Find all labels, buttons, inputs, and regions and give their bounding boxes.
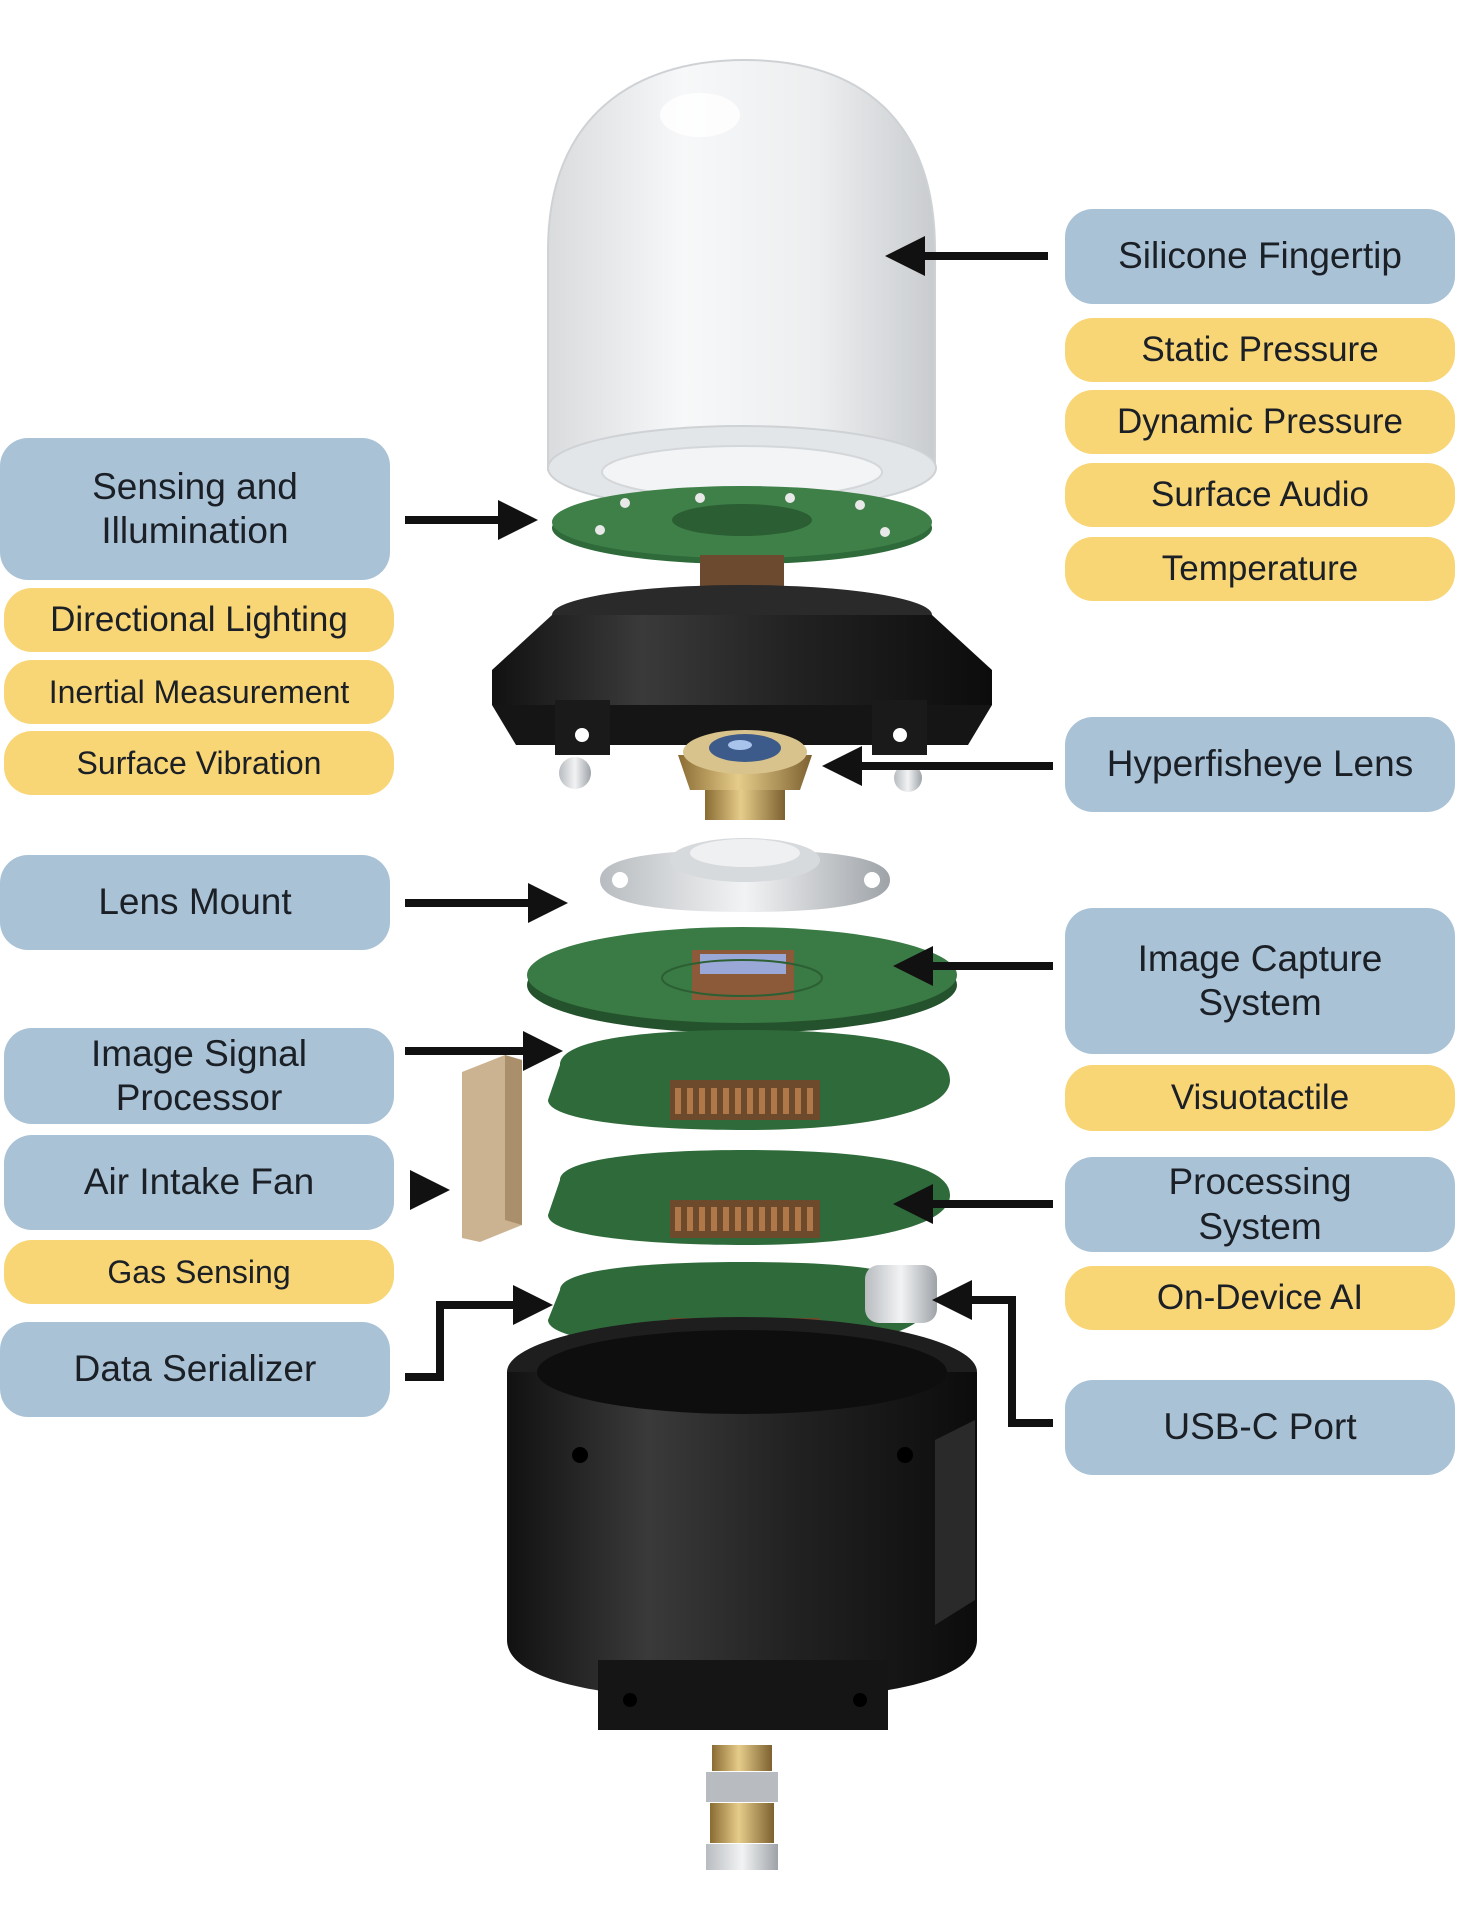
arrow-processing: [893, 1184, 1053, 1224]
arrow-air-intake-fan: [410, 1170, 450, 1210]
label-processing-system: Processing System: [1065, 1157, 1455, 1252]
label-gas-sensing: Gas Sensing: [4, 1240, 394, 1304]
arrow-data-serializer: [405, 1285, 553, 1381]
label-lens-mount: Lens Mount: [0, 855, 390, 950]
label-static-pressure: Static Pressure: [1065, 318, 1455, 382]
label-surface-vibration: Surface Vibration: [4, 731, 394, 795]
air-intake-fan-graphic: [462, 1055, 522, 1242]
arrow-lens-mount: [405, 883, 568, 923]
label-data-serializer: Data Serializer: [0, 1322, 390, 1417]
processing-pcb-graphic: [548, 1150, 950, 1245]
label-inertial-measurement: Inertial Measurement: [4, 660, 394, 724]
isp-pcb-graphic: [548, 1030, 950, 1130]
label-directional-lighting: Directional Lighting: [4, 588, 394, 652]
label-silicone-fingertip: Silicone Fingertip: [1065, 209, 1455, 304]
label-image-capture-system: Image Capture System: [1065, 908, 1455, 1054]
label-temperature: Temperature: [1065, 537, 1455, 601]
label-usb-c-port: USB-C Port: [1065, 1380, 1455, 1475]
label-air-intake-fan: Air Intake Fan: [4, 1135, 394, 1230]
image-capture-pcb-graphic: [527, 927, 957, 1033]
usb-c-port-graphic: [865, 1265, 937, 1323]
arrow-usb-c-port: [932, 1280, 1053, 1427]
label-hyperfisheye-lens: Hyperfisheye Lens: [1065, 717, 1455, 812]
arrow-sensing-illumination: [405, 500, 538, 540]
bottom-connector-graphic: [706, 1745, 778, 1870]
label-surface-audio: Surface Audio: [1065, 463, 1455, 527]
screw-graphics: [559, 757, 922, 792]
label-sensing-and-illumination: Sensing and Illumination: [0, 438, 390, 580]
arrow-image-capture: [893, 946, 1053, 986]
lens-mount-graphic: [600, 838, 890, 912]
black-cone-housing-graphic: [492, 585, 992, 755]
arrow-isp: [405, 1031, 563, 1071]
silicone-dome-graphic: [547, 58, 937, 511]
label-visuotactile: Visuotactile: [1065, 1065, 1455, 1131]
arrows: [405, 236, 1053, 1427]
label-on-device-ai: On-Device AI: [1065, 1266, 1455, 1330]
illumination-pcb-graphic: [552, 486, 932, 591]
label-image-signal-processor: Image Signal Processor: [4, 1028, 394, 1124]
arrow-silicone-fingertip: [885, 236, 1048, 276]
label-dynamic-pressure: Dynamic Pressure: [1065, 390, 1455, 454]
arrow-hyperfisheye-lens: [822, 746, 1053, 786]
black-base-housing-graphic: [507, 1317, 977, 1730]
hyperfisheye-lens-graphic: [678, 730, 812, 820]
